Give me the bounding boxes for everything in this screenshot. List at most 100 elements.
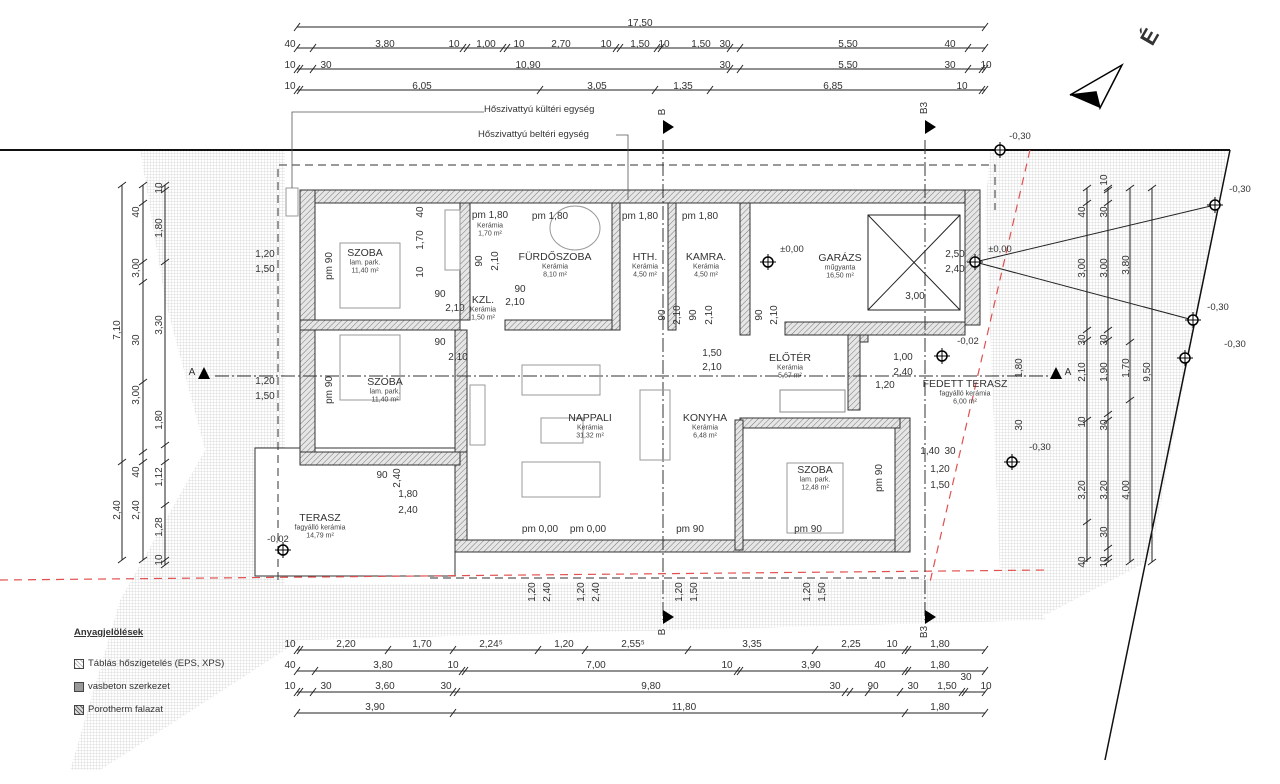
dimension-label: 40 [284,660,296,671]
room-floor: Kerámia [476,222,504,230]
opening-label: 90 [657,309,668,321]
dimension-label: 1,50 [937,681,957,692]
opening-label: pm 90 [794,524,822,535]
dimension-label: 7,00 [586,660,606,671]
wall [667,202,677,331]
dimension-label: 40 [874,660,886,671]
room-floor: Kerámia [691,424,719,432]
dimension-label: 30 [960,672,972,683]
level-label: -0,30 [1009,131,1031,142]
concrete-swatch-icon [74,681,84,692]
room-floor: műgyanta [824,264,856,272]
room-name: FEDETT TERASZ [922,378,1008,390]
dimension-label: 3,35 [742,639,762,650]
window-label: 1,50 [255,391,275,402]
dimension-label: 10 [154,182,165,194]
opening-label: 1,70 [415,230,426,250]
window-label: 1,50 [930,480,950,491]
dimension-label: 3,60 [375,681,395,692]
ground-area-right [985,150,1228,615]
opening-label: pm 0,00 [521,524,559,535]
window-label: 30 [1014,419,1025,431]
dimension-label: 10 [447,660,459,671]
dimension-label: 30 [719,39,731,50]
dimension-label: 3,80 [373,660,393,671]
dimension-label: 1,80 [154,410,165,430]
room-floor: lam. park. [349,259,381,267]
opening-label: 2,10 [505,297,525,308]
legend-item-porotherm: Porotherm falazat [74,698,224,721]
dimension-label: 1,80 [930,639,950,650]
window-label: 1,80 [1014,358,1025,378]
section-marker-b-bottom [663,610,674,624]
section-label: B3 [919,625,930,639]
dimension-label: 3,00 [1099,258,1110,278]
section-label: B3 [919,101,930,115]
opening-label: 1,80 [398,489,418,500]
room-area: 14,79 m² [306,532,334,540]
dimension-label: 1,12 [154,467,165,487]
dimension-label: 2,70 [551,39,571,50]
dimension-label: 3,20 [1077,480,1088,500]
wall [454,539,911,553]
window-label: 1,20 [255,249,275,260]
room-floor: fagyálló kerámia [939,390,991,398]
room-name: ELŐTÉR [768,352,812,364]
dimension-label: 9,80 [641,681,661,692]
section-label: B [657,628,668,636]
opening-label: 10 [415,266,426,278]
window-label: 30 [944,446,956,457]
dimension-label: 10 [886,639,898,650]
dimension-label: 40 [131,466,142,478]
opening-label: 2,10 [672,305,683,325]
dimension-label: 2,55⁵ [621,639,645,650]
dimension-label: 11,80 [671,702,697,713]
wall [734,419,744,551]
room-area: 31,32 m² [576,432,604,440]
section-marker-b-top [663,120,674,134]
window-label: 1,20 [255,376,275,387]
dimension-label: 3,00 [131,385,142,405]
window-label: 1,20 [930,464,950,475]
building-line [929,149,1031,583]
building-line [0,569,1051,581]
dimension-label: 1,50 [630,39,650,50]
room-floor: lam. park. [369,388,401,396]
room-area: 5,67 m² [778,372,802,380]
opening-label: pm 0,00 [569,524,607,535]
dimension-label: 1,90 [1099,362,1110,382]
dimension-label: 30 [1077,334,1088,346]
window-label: 2,40 [591,582,602,602]
dimension-label: 30 [320,681,332,692]
opening-label: 90 [434,337,446,348]
ground-area-left [70,150,1045,770]
dimension-label: 30 [1099,526,1110,538]
opening-label: 40 [415,206,426,218]
legend-item-concrete: vasbeton szerkezet [74,675,224,698]
room-floor: Kerámia [631,263,659,271]
dimension-label: 2,20 [336,639,356,650]
room-name: FÜRDŐSZOBA [518,251,592,263]
dimension-label: 30 [944,60,956,71]
dimension-label: 1,35 [673,81,693,92]
annotation-outdoor-unit: Hőszivattyú kültéri egység [484,104,595,115]
room-area: 1,50 m² [471,314,495,322]
dimension-label: 3,00 [1077,258,1088,278]
opening-label: pm 90 [676,524,704,535]
annotation-indoor-unit: Hőszivattyú beltéri egység [478,129,589,140]
dimension-label: 10 [284,639,296,650]
dimension-label: 40 [284,39,296,50]
dimension-label: 10 [1099,174,1110,186]
dimension-label: 10 [956,81,968,92]
dimension-label: 10 [513,39,525,50]
dimension-label: 7,10 [112,320,123,340]
opening-label: 90 [688,309,699,321]
opening-label: 90 [754,309,765,321]
room-floor: Kerámia [576,424,604,432]
room-floor: lam. park. [799,476,831,484]
window-label: 1,50 [689,582,700,602]
section-marker-a-left [198,367,210,379]
opening-label: 2,10 [704,305,715,325]
opening-label: pm 90 [324,252,335,280]
